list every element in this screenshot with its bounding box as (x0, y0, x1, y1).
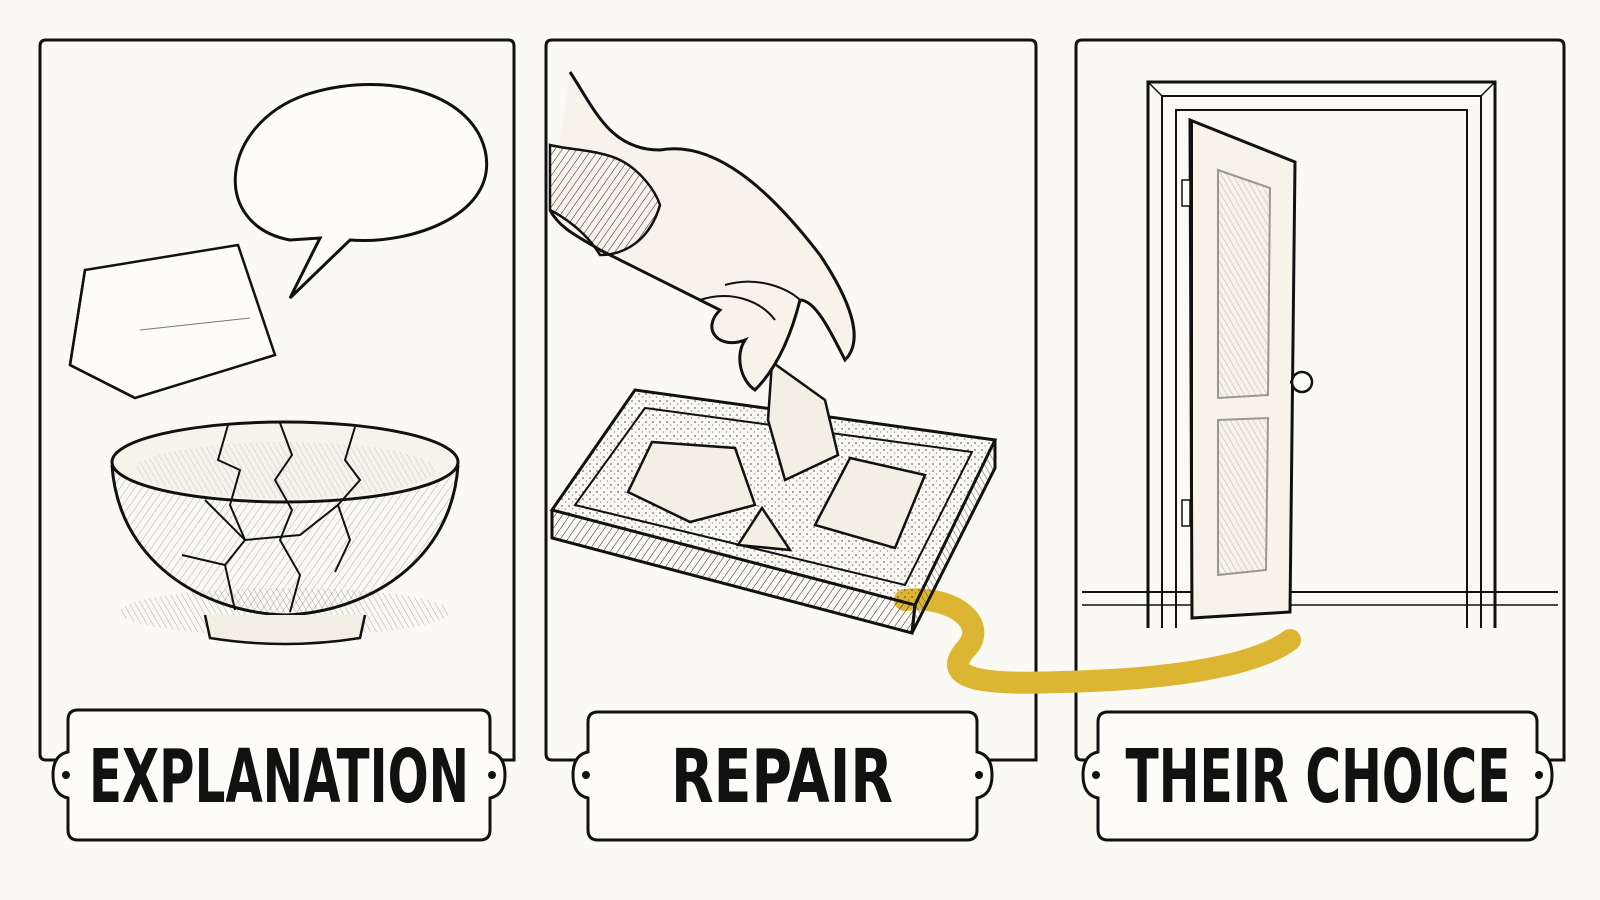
panel-frame-explanation (38, 38, 516, 762)
panel-frame-their-choice (1074, 38, 1566, 762)
hand-icon (548, 71, 856, 392)
speech-bubble-icon (233, 83, 489, 300)
door-knob-icon (1290, 370, 1314, 394)
open-door-icon (1181, 117, 1297, 620)
folded-note-card-icon (68, 243, 277, 400)
label-plaque-their-choice: THEIR CHOICE (1081, 710, 1554, 842)
label-plaque-explanation: EXPLANATION (51, 708, 507, 842)
panel-frame-repair (544, 38, 1038, 762)
label-plaque-repair: REPAIR (571, 710, 994, 842)
label-their-choice: THEIR CHOICE (1126, 734, 1511, 820)
door-frame (1146, 80, 1497, 628)
gold-path (894, 588, 1301, 694)
shard-pieces-icon (626, 359, 927, 552)
label-repair: REPAIR (671, 734, 893, 820)
label-explanation: EXPLANATION (89, 734, 469, 820)
cracked-bowl-icon (110, 420, 460, 646)
